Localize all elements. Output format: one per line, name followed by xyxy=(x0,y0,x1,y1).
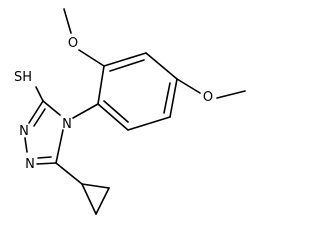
triazole-n2-label: N xyxy=(19,124,29,139)
bond-ring-1-inner xyxy=(109,59,145,72)
bond-ring-2 xyxy=(145,52,178,80)
bond-c3-s xyxy=(35,86,44,102)
bond-n4-c5 xyxy=(55,129,64,164)
bond-c3-n4 xyxy=(42,100,61,116)
bond-cyclopropyl-3 xyxy=(81,183,97,215)
bond-ring-5-inner xyxy=(103,100,129,123)
bond-n2-c3 xyxy=(28,100,44,124)
bond-c5-n1 xyxy=(36,162,57,165)
bond-cyclopropyl-2 xyxy=(95,187,110,215)
bond-ring-3 xyxy=(169,78,178,118)
bond-ring-3-inner xyxy=(163,82,171,114)
bond-c5-cyclopropyl xyxy=(55,162,83,185)
bond-ring-1 xyxy=(103,52,147,67)
bond-c5-n1-inner xyxy=(37,156,52,159)
bond-methyl-top xyxy=(63,8,72,34)
triazole-n4-label: N xyxy=(62,117,72,132)
bond-ring-6 xyxy=(97,65,105,105)
bond-o-ring-top xyxy=(78,49,105,67)
triazole-n1-label: N xyxy=(25,157,35,172)
bond-ring-4 xyxy=(127,116,171,131)
bond-ring-o-right xyxy=(176,78,201,94)
bond-cyclopropyl-1 xyxy=(81,183,110,189)
chemical-structure-diagram: SH N N N O O xyxy=(14,8,246,215)
bond-n1-n2 xyxy=(24,137,28,153)
bond-methyl-right xyxy=(216,90,246,99)
methoxy-top-oxygen-label: O xyxy=(68,36,78,51)
bond-n2-c3-inner xyxy=(33,108,46,127)
thiol-label: SH xyxy=(14,70,32,85)
methoxy-right-oxygen-label: O xyxy=(203,90,213,105)
bond-aryl-n4 xyxy=(72,103,99,119)
bond-ring-5 xyxy=(97,103,129,131)
